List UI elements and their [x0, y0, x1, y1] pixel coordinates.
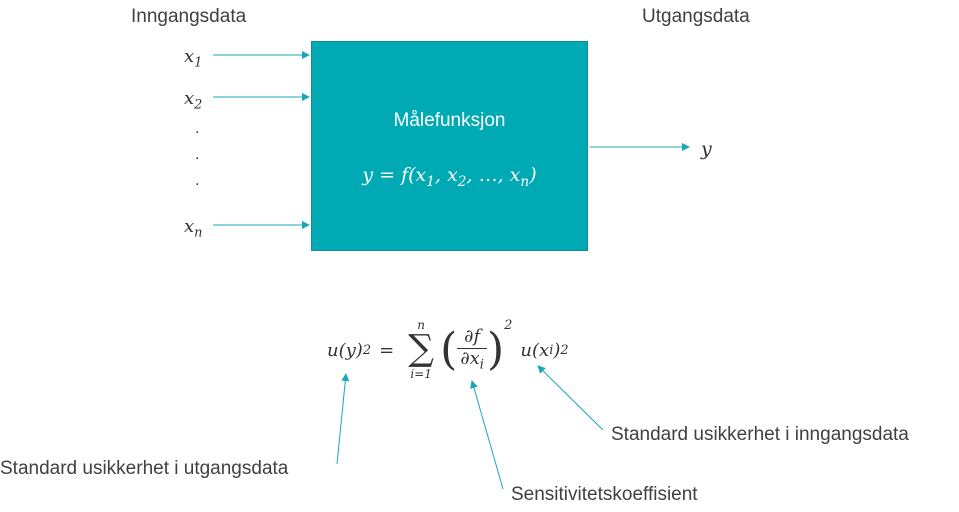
box-title: Målefunksjon: [393, 110, 506, 131]
pointer-sensitivity: [470, 380, 504, 490]
annotation-sensitivity: Sensitivitetskoeffisient: [511, 484, 698, 505]
ellipsis-dot-1: .: [195, 120, 200, 137]
annotation-output-uncertainty: Standard usikkerhet i utgangsdata: [0, 458, 289, 479]
pointer-output-uncertainty: [336, 373, 350, 465]
inputs-header: Inngangsdata: [131, 6, 247, 27]
input-x2: x2: [184, 88, 203, 113]
output-y: y: [701, 138, 712, 160]
ellipsis-dot-2: .: [195, 146, 200, 163]
box-formula: y = f(x1, x2, …, xn): [362, 164, 537, 190]
input-xn: xn: [184, 216, 203, 241]
partial-derivative: ∂f ∂xi: [457, 326, 487, 373]
input-x1: x1: [184, 46, 203, 71]
measurement-function-box: Målefunksjon y = f(x1, x2, …, xn): [311, 41, 588, 251]
annotation-input-uncertainty: Standard usikkerhet i inngangsdata: [611, 424, 909, 445]
summation: n ∑ i=1: [408, 317, 434, 381]
ellipsis-dot-3: .: [195, 172, 200, 189]
outputs-header: Utgangsdata: [642, 6, 750, 27]
pointer-input-uncertainty: [537, 365, 604, 431]
